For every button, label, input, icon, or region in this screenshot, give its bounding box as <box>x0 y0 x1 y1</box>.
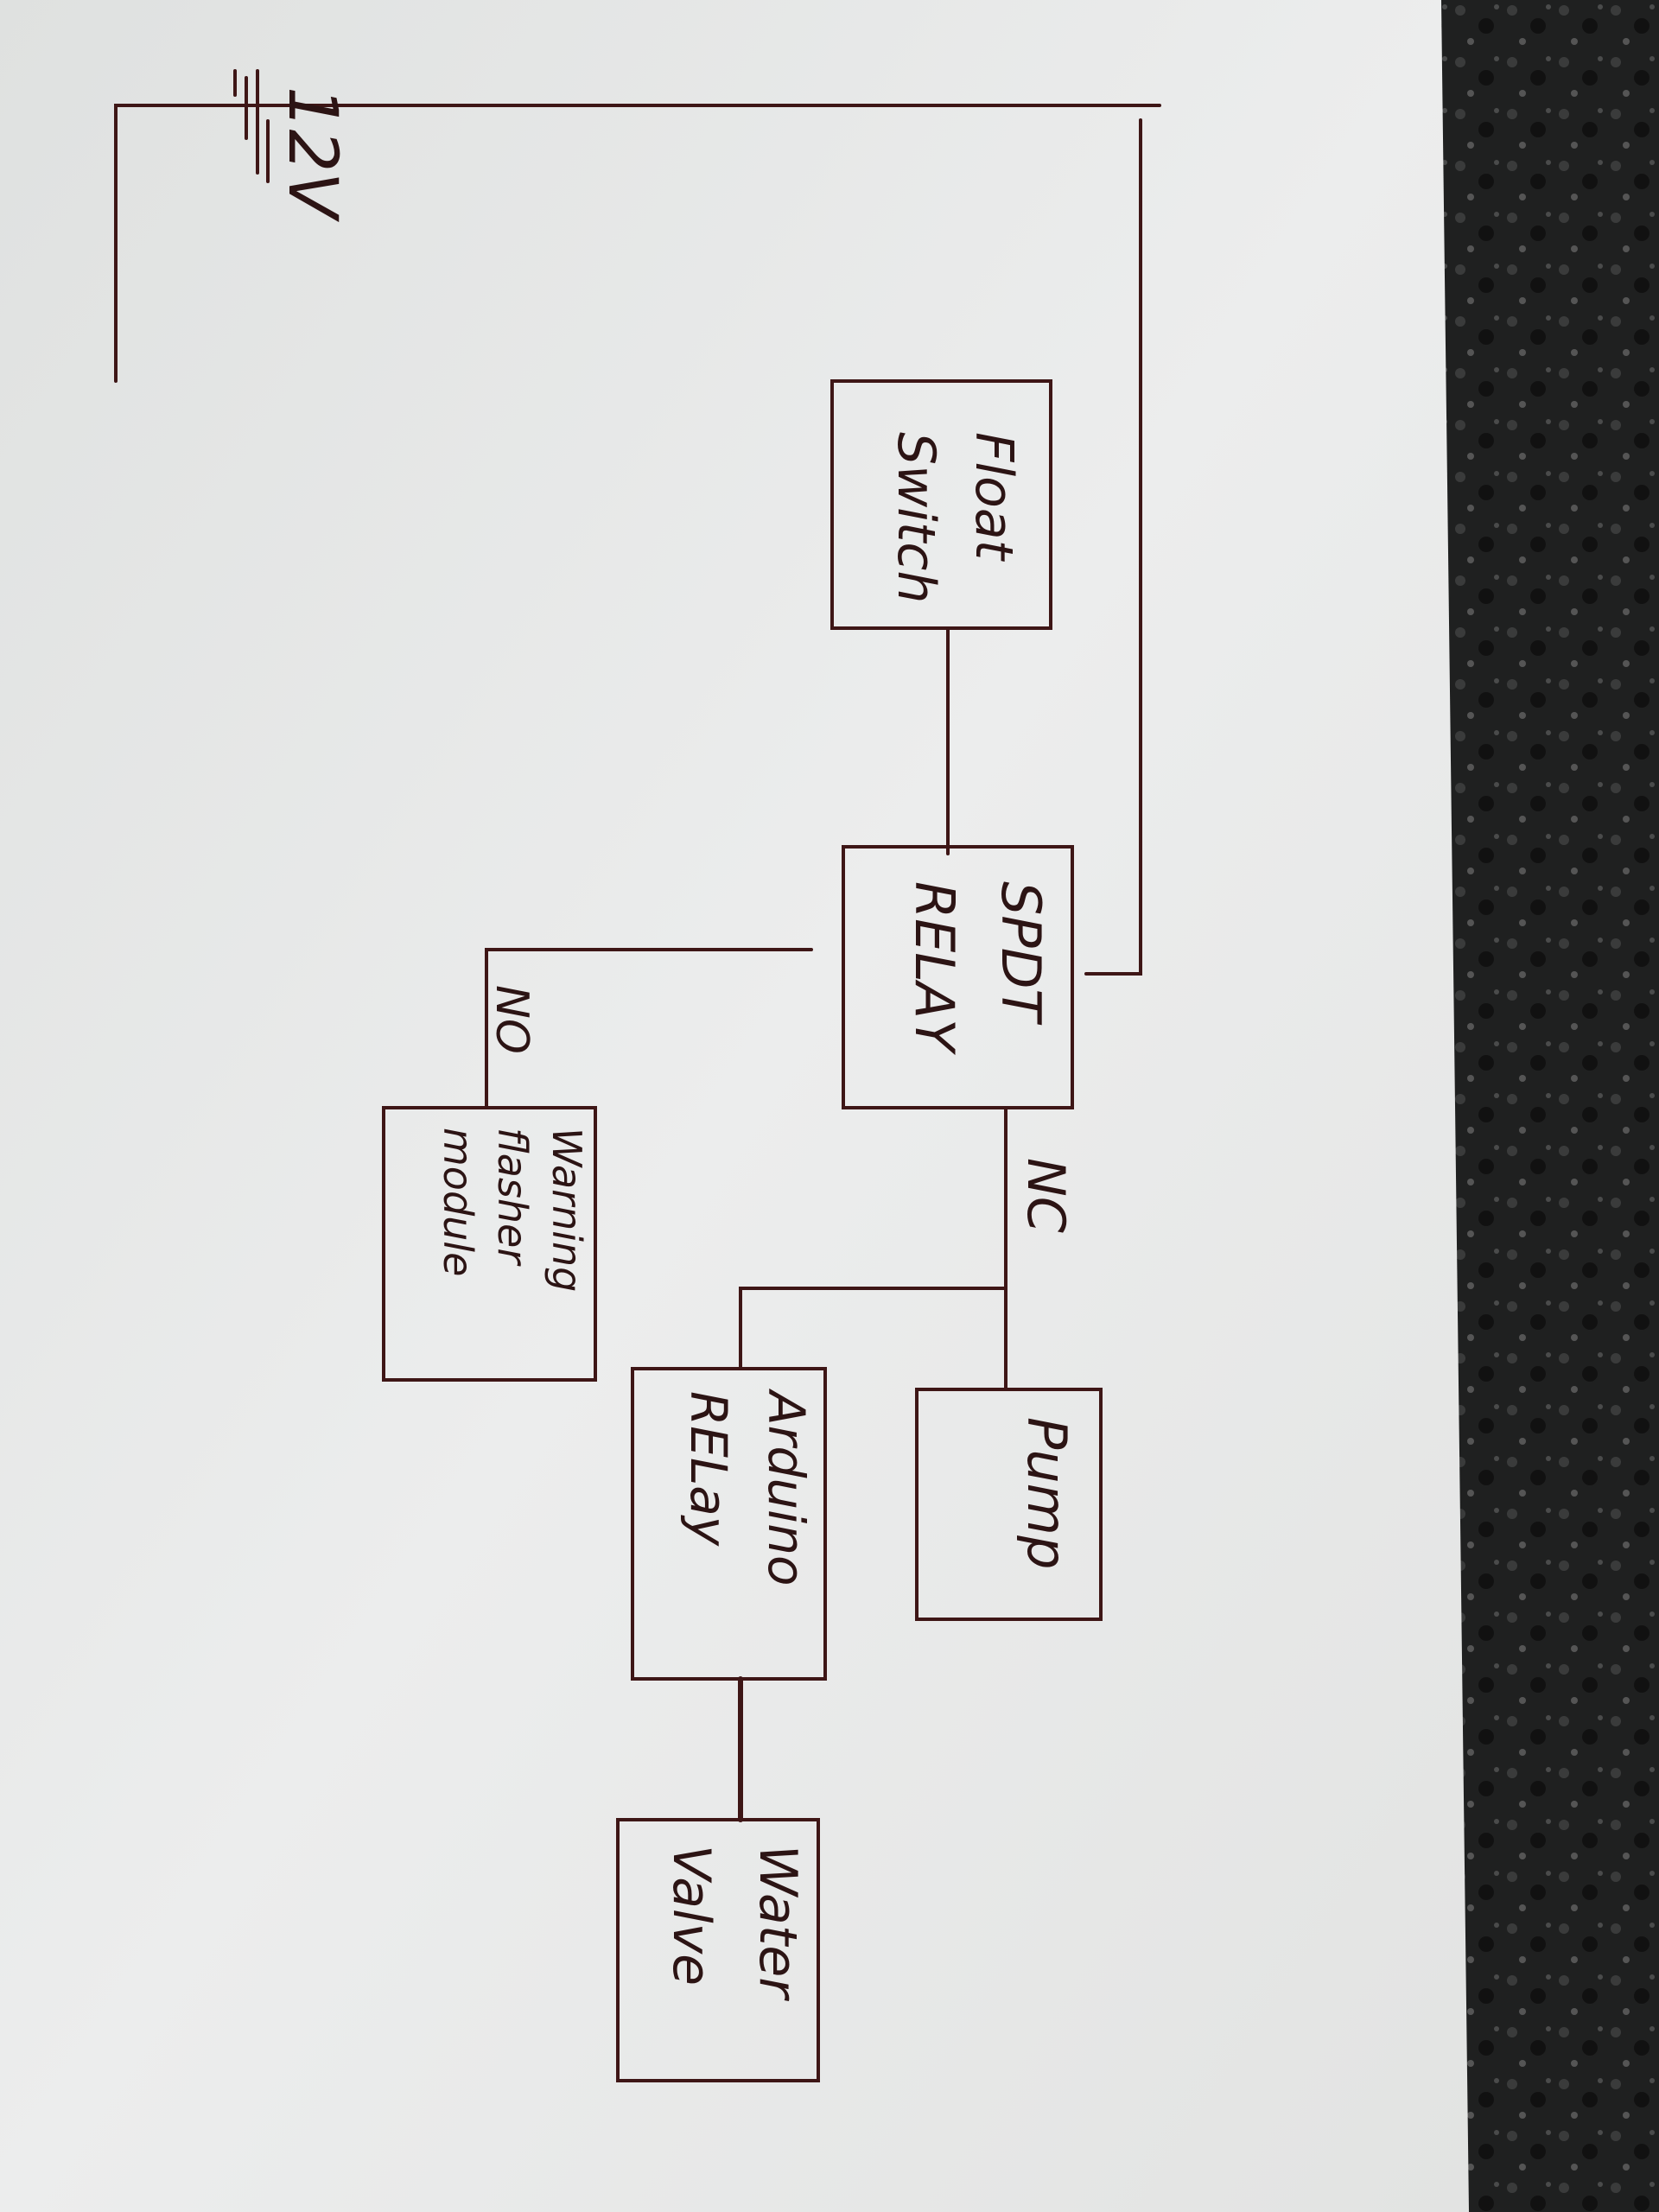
spdt-relay-box <box>842 845 1074 1109</box>
relay-label-1: SPDT <box>989 881 1052 1025</box>
float-switch-label-1: Float <box>963 432 1024 563</box>
flasher-label-3: module <box>435 1128 481 1276</box>
float-switch-box <box>830 379 1052 630</box>
pump-label: Pump <box>1015 1417 1078 1569</box>
no-label: NO <box>486 985 537 1054</box>
wire-power-to-relay <box>1084 118 1142 976</box>
wires <box>114 104 1161 1822</box>
paper-sheet <box>0 0 1469 2212</box>
wire-no <box>485 948 813 1109</box>
flasher-label-2: flasher <box>489 1128 536 1267</box>
wire-nc-branch <box>739 1287 1007 1370</box>
water-valve-box <box>616 1818 820 2082</box>
arduino-relay-label-2: RELay <box>679 1391 738 1547</box>
battery-icon <box>233 69 270 183</box>
arduino-relay-label-1: Arduino <box>757 1388 816 1586</box>
wire-power-top <box>114 104 1161 383</box>
warning-flasher-box <box>382 1106 597 1382</box>
float-switch-label-2: Switch <box>886 432 946 603</box>
voltage-label: 12V <box>273 86 351 222</box>
arduino-relay-box <box>631 1367 827 1681</box>
flasher-label-1: Warning <box>543 1128 590 1292</box>
water-valve-label-2: Valve <box>661 1845 721 1986</box>
nc-label: NC <box>1015 1158 1076 1233</box>
pump-box <box>915 1388 1103 1621</box>
relay-label-2: RELAY <box>903 881 966 1055</box>
water-valve-label-1: Water <box>747 1845 808 2001</box>
